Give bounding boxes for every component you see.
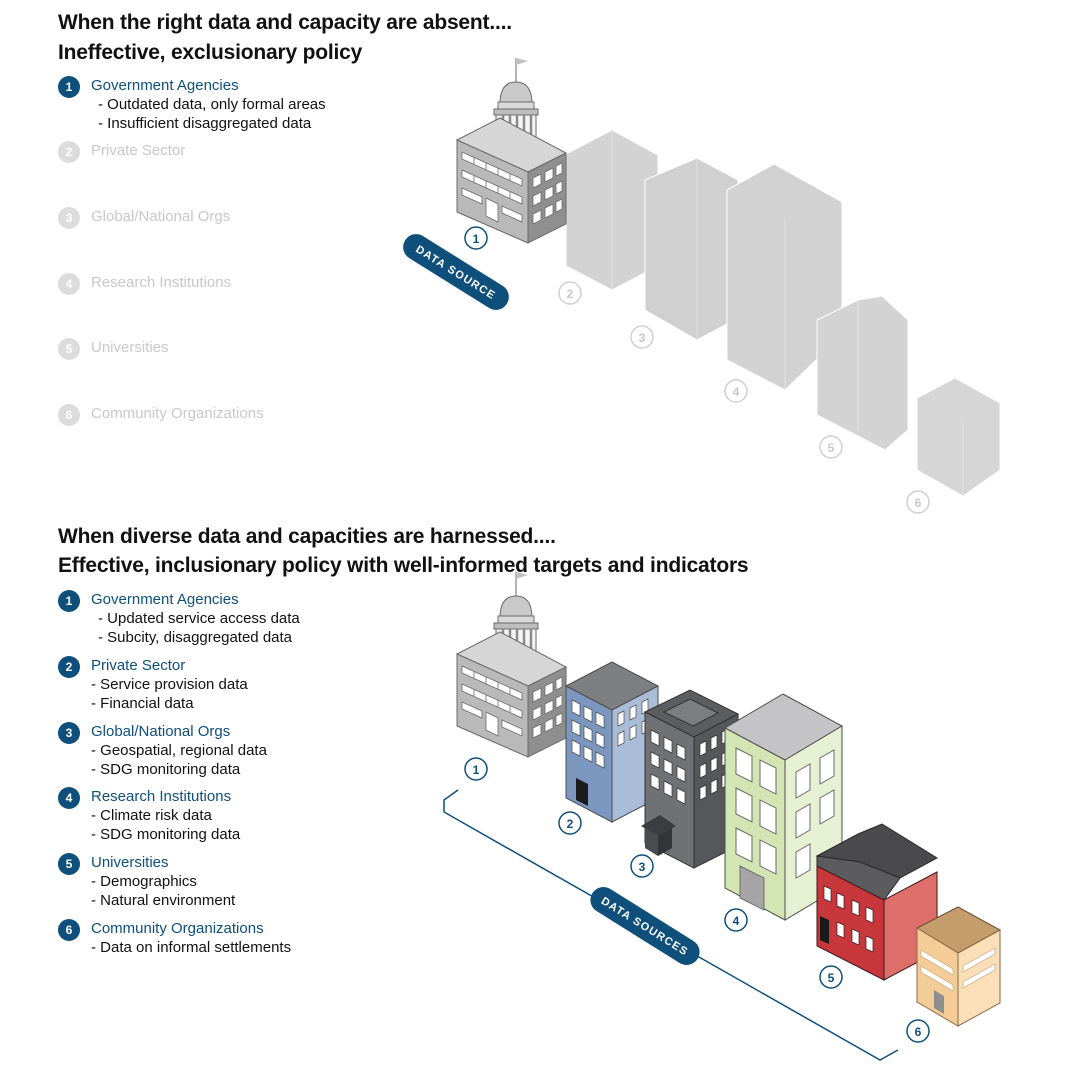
item-label: Government Agencies [91, 77, 239, 94]
svg-text:6: 6 [915, 1025, 922, 1039]
detail-line: - Financial data [91, 694, 194, 712]
top-marker-6: 6 [906, 490, 930, 514]
number-badge: 5 [58, 338, 80, 360]
item-details: - Outdated data, only formal areas - Ins… [98, 96, 326, 133]
bottom-heading-1: When diverse data and capacities are har… [58, 525, 556, 548]
item-label: Community Organizations [91, 405, 264, 422]
detail-line: - SDG monitoring data [91, 760, 241, 778]
item-details: - Geospatial, regional data - SDG monito… [91, 742, 267, 779]
number-badge: 2 [58, 141, 80, 163]
number-badge: 5 [58, 853, 80, 875]
building-community [915, 906, 1002, 1027]
item-label: Government Agencies [91, 591, 239, 608]
item-details: - Service provision data - Financial dat… [91, 676, 248, 713]
top-marker-3: 3 [630, 325, 654, 349]
svg-text:4: 4 [733, 914, 740, 928]
detail-line: - Service provision data [91, 676, 248, 693]
bottom-capitol-building [455, 570, 568, 759]
building-private-sector [564, 661, 660, 823]
building-university [815, 823, 938, 981]
detail-line: - Geospatial, regional data [91, 742, 267, 759]
item-details: - Demographics - Natural environment [91, 873, 235, 910]
number-badge: 6 [58, 404, 80, 426]
data-sources-bracket [443, 789, 899, 1061]
detail-line: - Climate risk data [91, 807, 212, 824]
item-label: Private Sector [91, 657, 186, 674]
top-heading-2: Ineffective, exclusionary policy [58, 41, 363, 64]
data-sources-label: DATA SOURCES [599, 895, 690, 958]
ghost-building-global-orgs [644, 157, 739, 341]
bottom-marker-3: 3 [630, 854, 654, 878]
detail-line: - Updated service access data [98, 610, 300, 627]
item-details: - Data on informal settlements [91, 939, 291, 958]
top-marker-2: 2 [558, 281, 582, 305]
building-global-orgs [641, 689, 740, 869]
svg-text:1: 1 [473, 763, 480, 777]
item-details: - Climate risk data - SDG monitoring dat… [91, 807, 240, 844]
item-label: Research Institutions [91, 788, 232, 805]
svg-text:2: 2 [567, 817, 574, 831]
bottom-marker-2: 2 [558, 811, 582, 835]
item-label: Research Institutions [91, 274, 232, 291]
number-badge: 4 [58, 787, 80, 809]
item-label: Global/National Orgs [91, 208, 231, 225]
top-ghost-buildings [565, 129, 1001, 497]
ghost-building-community [916, 377, 1001, 497]
top-marker-1: 1 [464, 226, 488, 250]
bottom-capitol-group [455, 570, 568, 759]
top-heading-1: When the right data and capacity are abs… [58, 11, 512, 34]
top-data-source-tag: DATA SOURCE [403, 234, 509, 310]
number-badge: 1 [58, 590, 80, 612]
number-badge: 1 [58, 76, 80, 98]
number-badge: 4 [58, 273, 80, 295]
detail-line: - Demographics [91, 873, 197, 890]
ghost-building-university [816, 295, 909, 451]
svg-text:5: 5 [828, 441, 835, 455]
item-details: - Updated service access data - Subcity,… [98, 610, 300, 647]
top-marker-4: 4 [724, 379, 748, 403]
number-badge: 3 [58, 207, 80, 229]
bottom-marker-5: 5 [819, 965, 843, 989]
top-capitol-building [455, 56, 568, 245]
item-label: Universities [91, 339, 169, 356]
data-source-label: DATA SOURCE [413, 243, 497, 302]
detail-line: - Outdated data, only formal areas [98, 96, 326, 113]
number-badge: 6 [58, 919, 80, 941]
item-label: Community Organizations [91, 920, 264, 937]
number-badge: 2 [58, 656, 80, 678]
detail-line: - Insufficient disaggregated data [98, 114, 312, 132]
svg-text:4: 4 [733, 385, 740, 399]
bottom-heading-2: Effective, inclusionary policy with well… [58, 554, 749, 577]
detail-line: - Natural environment [91, 891, 236, 909]
detail-line: - Data on informal settlements [91, 939, 292, 956]
detail-line: - Subcity, disaggregated data [98, 628, 293, 646]
svg-text:3: 3 [639, 860, 646, 874]
detail-line: - SDG monitoring data [91, 825, 241, 843]
number-badge: 3 [58, 722, 80, 744]
bottom-marker-4: 4 [724, 908, 748, 932]
top-marker-5: 5 [819, 435, 843, 459]
svg-text:2: 2 [567, 287, 574, 301]
bottom-data-sources-tag: DATA SOURCES [590, 887, 700, 965]
item-label: Universities [91, 854, 169, 871]
item-label: Private Sector [91, 142, 186, 159]
svg-text:6: 6 [915, 496, 922, 510]
bottom-marker-6: 6 [906, 1019, 930, 1043]
svg-text:3: 3 [639, 331, 646, 345]
svg-text:5: 5 [828, 971, 835, 985]
item-label: Global/National Orgs [91, 723, 231, 740]
svg-text:1: 1 [473, 232, 480, 246]
building-research [723, 693, 844, 921]
bottom-marker-1: 1 [464, 757, 488, 781]
